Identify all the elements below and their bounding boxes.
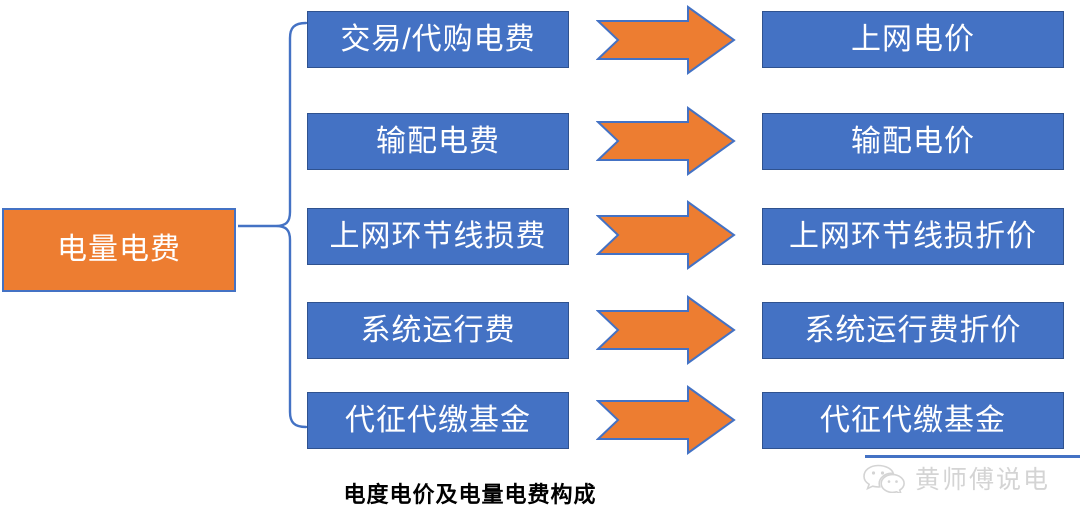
fee-box-3: 上网环节线损费	[307, 208, 569, 265]
price-box-3-label: 上网环节线损折价	[789, 219, 1037, 253]
right-arrow-icon-5	[596, 385, 736, 455]
price-box-5-label: 代征代缴基金	[820, 403, 1006, 437]
source-box-electricity-fee: 电量电费	[2, 208, 236, 292]
brace-connector	[236, 20, 308, 430]
fee-box-5: 代征代缴基金	[307, 392, 569, 449]
right-arrow-icon-1	[596, 5, 736, 75]
price-box-1: 上网电价	[762, 11, 1064, 68]
right-arrow-icon-2	[596, 106, 736, 176]
watermark: 黄师傅说电	[862, 460, 1050, 496]
right-arrow-icon-3	[596, 200, 736, 270]
right-arrow-icon-4	[596, 295, 736, 365]
fee-box-3-label: 上网环节线损费	[329, 219, 547, 253]
wechat-icon	[862, 463, 906, 493]
fee-box-1: 交易/代购电费	[307, 11, 569, 68]
price-box-2-label: 输配电价	[851, 124, 975, 158]
top-edge-strip	[865, 455, 1080, 458]
price-box-1-label: 上网电价	[851, 22, 975, 56]
fee-box-4: 系统运行费	[307, 302, 569, 359]
fee-box-5-label: 代征代缴基金	[345, 403, 531, 437]
price-box-4-label: 系统运行费折价	[804, 313, 1022, 347]
fee-box-1-label: 交易/代购电费	[340, 22, 536, 56]
price-box-4: 系统运行费折价	[762, 302, 1064, 359]
fee-box-4-label: 系统运行费	[360, 313, 516, 347]
fee-box-2-label: 输配电费	[376, 124, 500, 158]
fee-box-2: 输配电费	[307, 113, 569, 170]
price-box-3: 上网环节线损折价	[762, 208, 1064, 265]
diagram-caption: 电度电价及电量电费构成	[343, 482, 597, 507]
price-box-5: 代征代缴基金	[762, 392, 1064, 449]
price-box-2: 输配电价	[762, 113, 1064, 170]
watermark-text: 黄师傅说电	[915, 466, 1051, 494]
source-box-label: 电量电费	[57, 233, 181, 266]
